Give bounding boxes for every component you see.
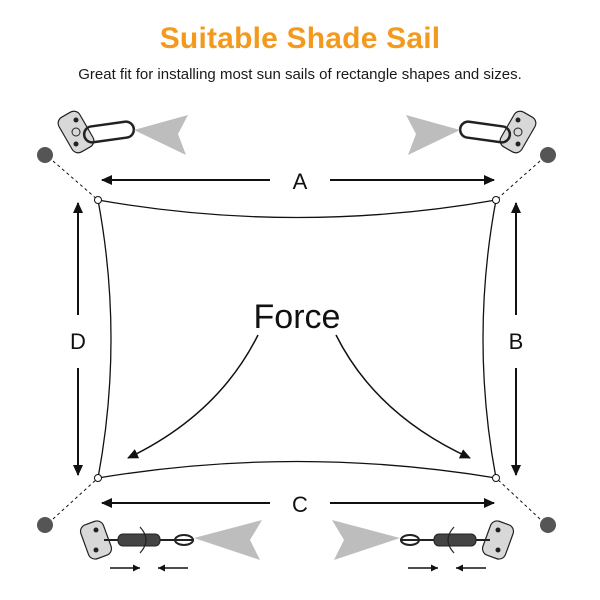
force-arrow-left <box>127 334 259 459</box>
wall-mount-bracket-icon <box>79 520 113 560</box>
carabiner-icon <box>82 120 136 144</box>
light-beam <box>134 115 188 155</box>
corner-anchor-bottom-right <box>540 517 556 533</box>
corner-anchor-top-right <box>540 147 556 163</box>
force-arrow-right <box>335 334 471 459</box>
top-left-hardware <box>57 110 188 155</box>
dimension-arrows <box>73 175 521 508</box>
sail-corner-rings <box>94 196 500 482</box>
light-beam <box>332 520 400 560</box>
bottom-left-hardware <box>79 520 262 572</box>
corner-anchor-bottom-left <box>37 517 53 533</box>
sail-outline <box>97 199 497 479</box>
side-label-a: A <box>293 169 308 194</box>
side-label-c: C <box>292 492 308 517</box>
page-title: Suitable Shade Sail <box>159 22 441 55</box>
light-beam <box>194 520 262 560</box>
side-label-d: D <box>70 329 86 354</box>
corner-anchor-top-left <box>37 147 53 163</box>
wall-mount-bracket-icon <box>499 110 537 154</box>
anchor-lines <box>52 160 541 520</box>
carabiner-icon <box>458 120 512 144</box>
turnbuckle-icon <box>104 526 194 554</box>
light-beam <box>406 115 460 155</box>
force-label: Force <box>254 298 341 336</box>
wall-mount-bracket-icon <box>481 520 515 560</box>
page-subtitle: Great fit for installing most sun sails … <box>78 66 522 83</box>
side-label-b: B <box>509 329 524 354</box>
wall-mount-bracket-icon <box>57 110 95 154</box>
top-right-hardware <box>406 110 537 155</box>
turnbuckle-icon <box>400 526 490 554</box>
bottom-right-hardware <box>332 520 515 572</box>
